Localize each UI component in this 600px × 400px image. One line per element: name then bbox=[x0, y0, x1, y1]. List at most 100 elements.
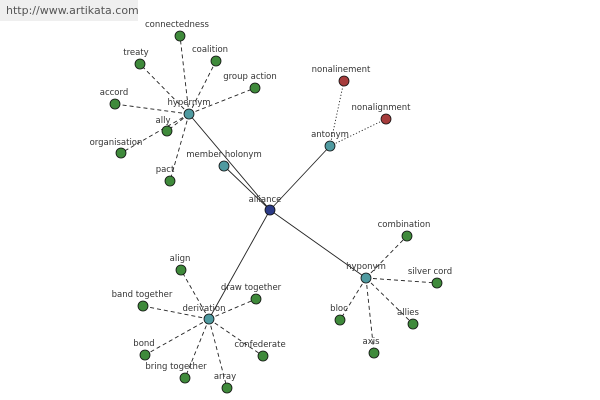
leaf-node-label: ally bbox=[156, 116, 171, 126]
leaf-node-label: axis bbox=[362, 337, 380, 347]
relation-node-hypernym[interactable]: hypernym bbox=[167, 98, 211, 120]
edge-hyponym-silver-cord bbox=[365, 277, 438, 284]
leaf-node-dot[interactable] bbox=[250, 293, 262, 305]
leaf-node-label: band together bbox=[112, 290, 173, 300]
edge-hypernym-accord bbox=[114, 103, 190, 115]
edge-hyponym-allies bbox=[365, 277, 414, 325]
leaf-node-band-together[interactable]: band together bbox=[112, 290, 173, 312]
leaf-node-allies[interactable]: allies bbox=[397, 308, 420, 330]
leaf-node-dot[interactable] bbox=[368, 347, 380, 359]
source-url-banner[interactable]: http://www.artikata.com bbox=[0, 0, 139, 21]
leaf-node-dot[interactable] bbox=[334, 314, 346, 326]
leaf-node-nonalinement[interactable]: nonalinement bbox=[312, 65, 371, 87]
edge-alliance-antonym bbox=[269, 145, 331, 211]
edge-alliance-derivation bbox=[208, 209, 271, 320]
leaf-node-dot[interactable] bbox=[137, 300, 149, 312]
relation-node-dot[interactable] bbox=[183, 108, 195, 120]
edge-antonym-nonalinement bbox=[329, 80, 345, 147]
edge-derivation-bring-together bbox=[184, 318, 210, 379]
leaf-node-label: align bbox=[170, 254, 191, 264]
relation-node-dot[interactable] bbox=[360, 272, 372, 284]
leaf-node-label: draw together bbox=[221, 283, 282, 293]
relation-node-derivation[interactable]: derivation bbox=[182, 304, 226, 325]
relation-node-hyponym[interactable]: hyponym bbox=[346, 262, 386, 284]
relation-node-dot[interactable] bbox=[324, 140, 336, 152]
edge-alliance-hyponym bbox=[269, 209, 367, 279]
leaf-node-nonalignment[interactable]: nonalignment bbox=[352, 103, 412, 125]
relation-node-label: hypernym bbox=[167, 98, 210, 108]
leaf-node-label: bloc bbox=[330, 304, 348, 314]
edge-hypernym-group-action bbox=[188, 87, 256, 115]
leaf-node-align[interactable]: align bbox=[170, 254, 191, 276]
leaf-node-axis[interactable]: axis bbox=[362, 337, 380, 359]
relation-node-dot[interactable] bbox=[203, 313, 215, 325]
leaf-node-dot[interactable] bbox=[210, 55, 222, 67]
leaf-node-label: nonalinement bbox=[312, 65, 371, 75]
leaf-node-label: group action bbox=[223, 72, 277, 82]
leaf-node-draw-together[interactable]: draw together bbox=[221, 283, 282, 305]
leaf-node-label: accord bbox=[100, 88, 129, 98]
leaf-node-ally[interactable]: ally bbox=[156, 116, 173, 137]
leaf-node-connectedness[interactable]: connectedness bbox=[145, 20, 210, 42]
leaf-node-dot[interactable] bbox=[174, 30, 186, 42]
relation-node-label: hyponym bbox=[346, 262, 386, 272]
leaf-node-label: combination bbox=[378, 220, 431, 230]
edge-derivation-draw-together bbox=[208, 298, 257, 320]
edge-hypernym-coalition bbox=[188, 60, 217, 115]
edge-antonym-nonalignment bbox=[329, 118, 387, 147]
leaf-node-dot[interactable] bbox=[179, 372, 191, 384]
leaf-node-array[interactable]: array bbox=[214, 372, 236, 394]
edge-alliance-member-holonym bbox=[223, 165, 271, 211]
leaf-node-treaty[interactable]: treaty bbox=[123, 48, 149, 70]
edge-derivation-confederate bbox=[208, 318, 264, 357]
relation-node-dot[interactable] bbox=[218, 160, 230, 172]
leaf-node-dot[interactable] bbox=[401, 230, 413, 242]
leaf-node-label: connectedness bbox=[145, 20, 210, 30]
leaf-node-silver-cord[interactable]: silver cord bbox=[408, 267, 452, 289]
leaf-node-dot[interactable] bbox=[161, 125, 173, 137]
leaf-node-dot[interactable] bbox=[249, 82, 261, 94]
leaf-node-dot[interactable] bbox=[221, 382, 233, 394]
relation-node-antonym[interactable]: antonym bbox=[311, 130, 349, 152]
leaf-node-label: array bbox=[214, 372, 236, 382]
leaf-node-dot[interactable] bbox=[115, 147, 127, 159]
edge-derivation-align bbox=[180, 269, 210, 320]
leaf-node-label: silver cord bbox=[408, 267, 452, 277]
relation-node-label: member holonym bbox=[186, 150, 261, 160]
edge-alliance-hypernym bbox=[188, 113, 271, 211]
edge-hyponym-combination bbox=[365, 235, 408, 279]
leaf-node-bloc[interactable]: bloc bbox=[330, 304, 348, 326]
edge-hypernym-connectedness bbox=[179, 35, 190, 115]
leaf-node-accord[interactable]: accord bbox=[100, 88, 129, 110]
leaf-node-dot[interactable] bbox=[257, 350, 269, 362]
leaf-node-dot[interactable] bbox=[164, 175, 176, 187]
leaf-node-dot[interactable] bbox=[338, 75, 350, 87]
edge-hypernym-pact bbox=[169, 113, 190, 182]
leaf-node-combination[interactable]: combination bbox=[378, 220, 431, 242]
relation-node-member-holonym[interactable]: member holonym bbox=[186, 150, 262, 172]
leaf-node-dot[interactable] bbox=[109, 98, 121, 110]
leaf-node-dot[interactable] bbox=[431, 277, 443, 289]
leaf-node-label: organisation bbox=[90, 138, 143, 148]
leaf-node-label: nonalignment bbox=[352, 103, 412, 113]
leaf-node-dot[interactable] bbox=[380, 113, 392, 125]
center-node-dot[interactable] bbox=[264, 204, 276, 216]
leaf-node-label: pact bbox=[156, 165, 175, 175]
center-node-alliance[interactable]: alliance bbox=[249, 195, 282, 216]
edge-derivation-band-together bbox=[142, 305, 210, 320]
leaf-node-label: allies bbox=[397, 308, 420, 318]
leaf-node-dot[interactable] bbox=[175, 264, 187, 276]
leaf-node-bring-together[interactable]: bring together bbox=[145, 362, 207, 384]
leaf-node-group-action[interactable]: group action bbox=[223, 72, 277, 94]
edge-hyponym-axis bbox=[365, 277, 375, 354]
leaf-node-dot[interactable] bbox=[134, 58, 146, 70]
leaf-node-dot[interactable] bbox=[139, 349, 151, 361]
leaf-node-confederate[interactable]: confederate bbox=[234, 340, 286, 362]
leaf-node-organisation[interactable]: organisation bbox=[90, 138, 143, 159]
leaf-node-pact[interactable]: pact bbox=[156, 165, 176, 187]
leaf-node-label: bring together bbox=[145, 362, 207, 372]
leaf-node-dot[interactable] bbox=[407, 318, 419, 330]
leaf-node-coalition[interactable]: coalition bbox=[192, 45, 228, 67]
leaf-node-bond[interactable]: bond bbox=[133, 339, 155, 361]
